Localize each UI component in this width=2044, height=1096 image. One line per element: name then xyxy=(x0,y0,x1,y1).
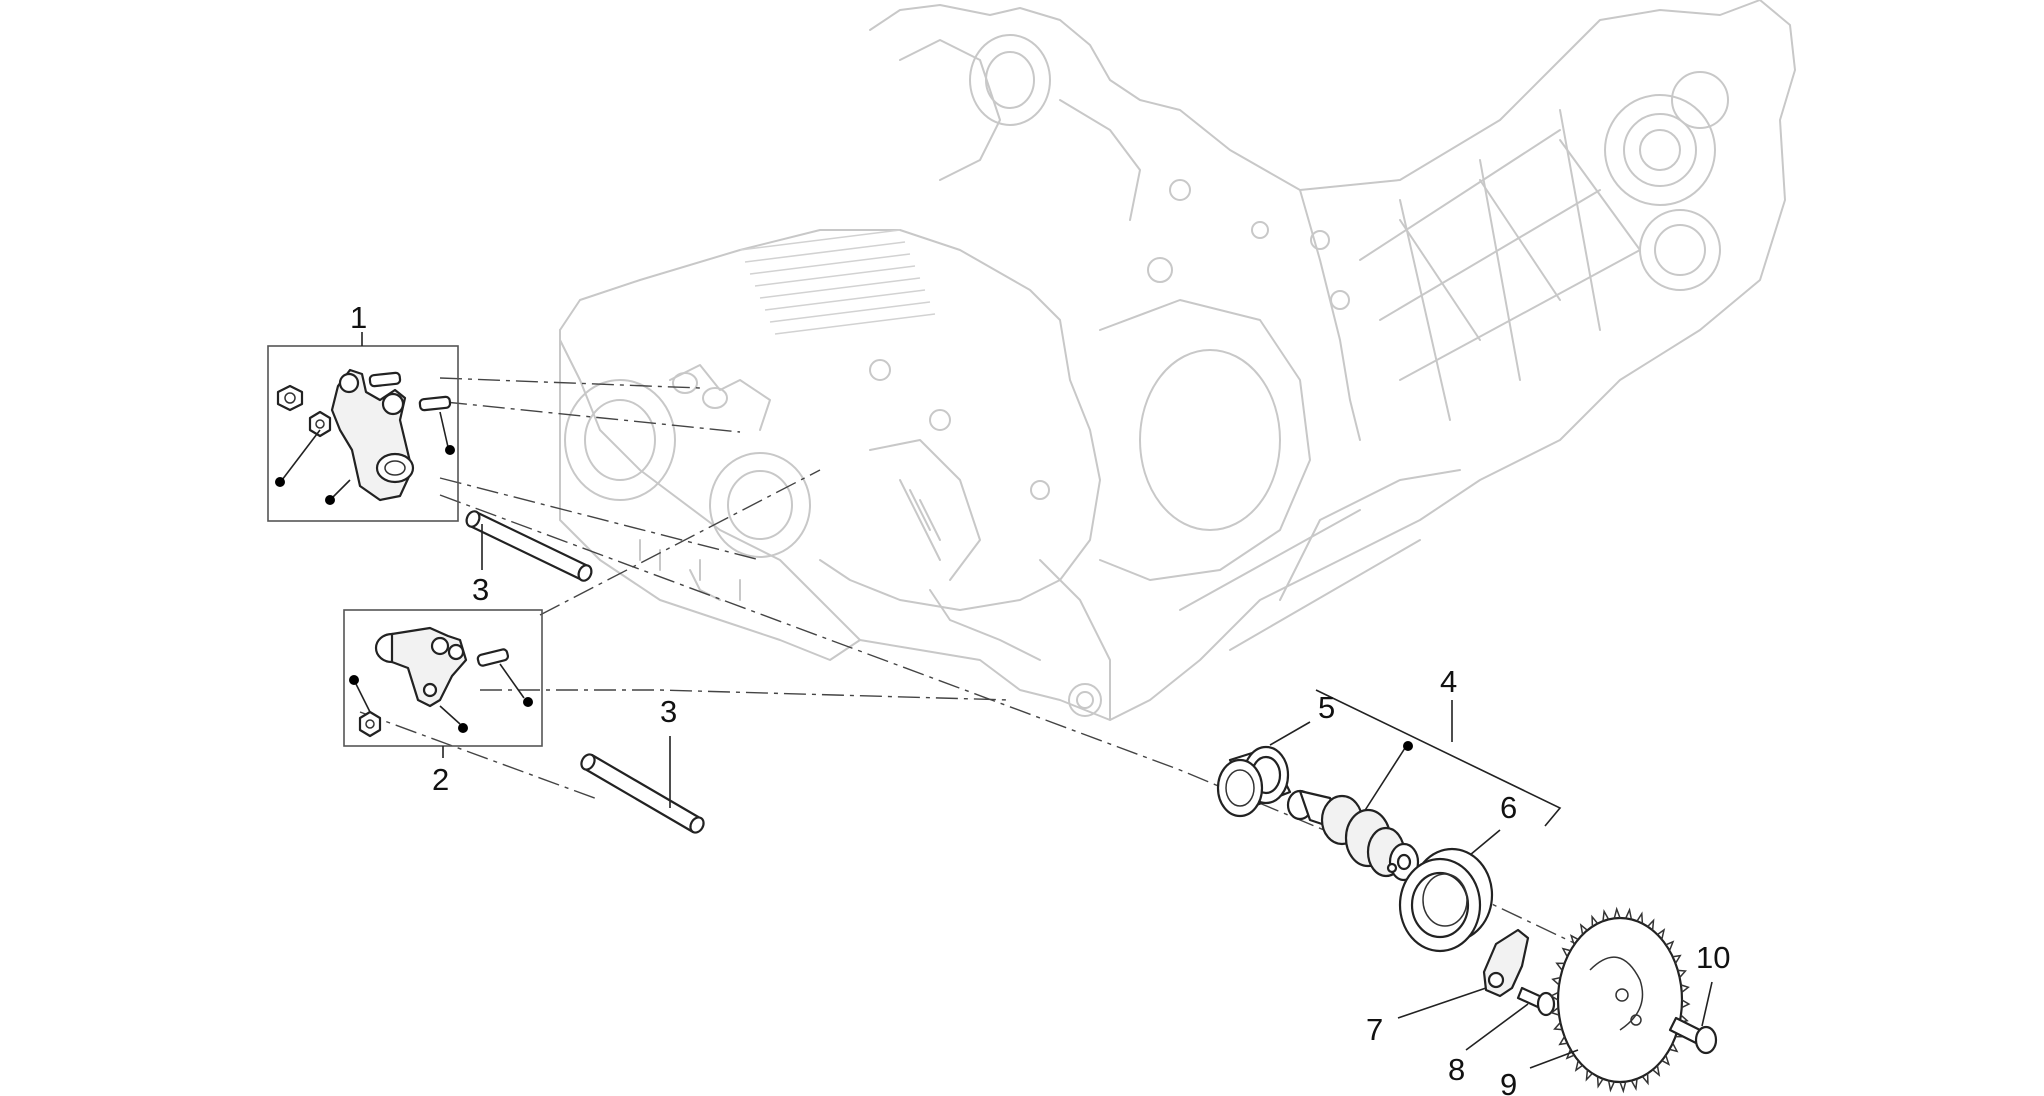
callout-8: 8 xyxy=(1448,1052,1465,1087)
sprocket-tooth xyxy=(1647,918,1655,931)
sprocket-tooth xyxy=(1681,999,1691,1009)
sprocket-tooth xyxy=(1652,1065,1661,1077)
sprocket-tooth xyxy=(1569,934,1579,946)
sprocket-tooth xyxy=(1630,1078,1638,1091)
sprocket-tooth xyxy=(1596,1076,1604,1089)
sprocket-tooth xyxy=(1661,1054,1671,1066)
sprocket-tooth xyxy=(1574,1060,1584,1072)
sprocket-tooth xyxy=(1625,907,1633,920)
bearing-5[interactable]: 5 xyxy=(1216,690,1335,818)
sprocket-tooth xyxy=(1549,991,1559,1001)
callout-3-lower: 3 xyxy=(660,694,677,729)
sprocket-tooth xyxy=(1561,947,1571,958)
callout-9: 9 xyxy=(1500,1067,1517,1096)
callout-10: 10 xyxy=(1696,940,1730,975)
rocker-arm-group-box: 1 xyxy=(267,300,459,522)
sprocket-tooth xyxy=(1619,1081,1627,1094)
callout-7: 7 xyxy=(1366,1012,1383,1047)
rocker-arm-group-box-2: 2 xyxy=(343,609,543,797)
sprocket-tooth xyxy=(1579,923,1588,935)
rocker-arm-1[interactable] xyxy=(275,368,455,505)
bearing-6[interactable]: 6 xyxy=(1398,790,1517,953)
sprocket-tooth xyxy=(1665,940,1675,951)
callout-6: 6 xyxy=(1500,790,1517,825)
sprocket-tooth xyxy=(1565,1049,1575,1060)
sprocket-tooth xyxy=(1553,1021,1563,1031)
sprocket-tooth xyxy=(1555,962,1565,971)
sprocket-tooth xyxy=(1613,906,1621,919)
camshaft-assembly-bracket: 4 xyxy=(1315,664,1562,827)
sprocket-tooth xyxy=(1550,1007,1560,1016)
callout-2: 2 xyxy=(432,762,449,797)
callout-3-upper: 3 xyxy=(472,572,489,607)
callout-4: 4 xyxy=(1440,664,1457,699)
sprocket-tooth xyxy=(1591,914,1599,927)
camshaft-sprocket-9[interactable]: 9 xyxy=(1500,906,1691,1096)
rocker-shaft-lower[interactable]: 3 xyxy=(579,694,706,835)
sprocket-tooth xyxy=(1551,976,1561,986)
rocker-shaft-upper[interactable]: 3 xyxy=(464,509,594,607)
decompressor-weight-7[interactable]: 7 xyxy=(1366,928,1530,1047)
rocker-arm-2[interactable] xyxy=(349,626,533,738)
sprocket-tooth xyxy=(1641,1073,1649,1086)
sprocket-tooth xyxy=(1636,911,1644,924)
sprocket-tooth xyxy=(1602,909,1610,922)
screw-8[interactable]: 8 xyxy=(1448,986,1556,1087)
sprocket-tooth xyxy=(1672,954,1682,964)
sprocket-tooth xyxy=(1607,1080,1615,1093)
engine-crankcase-ghost xyxy=(559,0,1796,721)
callout-5: 5 xyxy=(1318,690,1335,725)
sprocket-tooth xyxy=(1558,1036,1568,1046)
camshaft[interactable] xyxy=(1286,741,1420,882)
sprocket-tooth xyxy=(1677,969,1687,979)
sprocket-tooth xyxy=(1680,984,1690,993)
sprocket-tooth xyxy=(1585,1069,1593,1082)
callout-1: 1 xyxy=(350,300,367,335)
bolt-10[interactable]: 10 xyxy=(1668,940,1730,1055)
sprocket-tooth xyxy=(1669,1042,1679,1053)
sprocket-tooth xyxy=(1656,928,1666,940)
